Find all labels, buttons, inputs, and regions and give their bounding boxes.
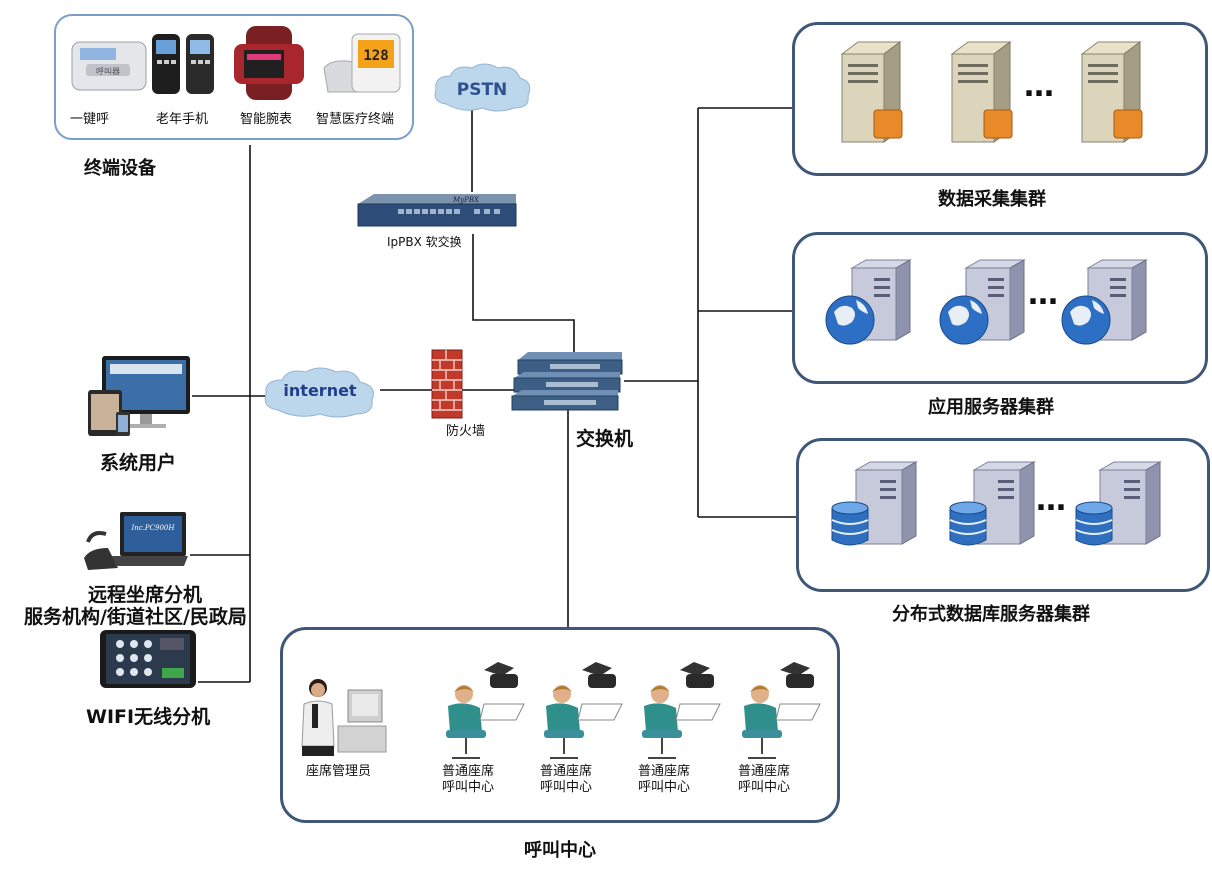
server-tower-icon (1080, 41, 1143, 143)
agent-icon (544, 662, 623, 759)
call-center-label: 呼叫中心 (524, 840, 596, 861)
agent-icon (742, 662, 821, 759)
system-user-label: 系统用户 (100, 452, 177, 474)
agent-label: 普通座席呼叫中心 (737, 764, 790, 795)
terminal-devices-label: 终端设备 (84, 158, 156, 179)
ippbx-label: IpPBX 软交换 (387, 235, 462, 249)
remote-laptop-screen-text: Inc.PC900H (131, 524, 176, 532)
server-tower-icon (950, 41, 1013, 143)
remote-seat-label-line1: 远程坐席分机 (88, 584, 203, 606)
pstn-text: PSTN (457, 80, 508, 100)
internet-text: internet (283, 381, 357, 400)
switch-label: 交换机 (576, 428, 634, 450)
seat-manager-label: 座席管理员 (306, 764, 372, 779)
system-user-devices-icon (88, 356, 190, 436)
db-cluster-label: 分布式数据库服务器集群 (892, 604, 1090, 625)
pstn-cloud-icon: PSTN (434, 63, 531, 112)
web-server-icon (825, 259, 912, 345)
database-server-icon (1075, 461, 1162, 546)
one-key-screen-text: 呼叫器 (96, 66, 120, 76)
wifi-phone-icon (100, 630, 196, 688)
ellipsis-text: … (1028, 277, 1058, 312)
ellipsis-text: … (1024, 69, 1054, 104)
smart-watch-icon (234, 26, 304, 100)
database-server-icon (949, 461, 1036, 546)
ippbx-switch-link (472, 234, 575, 354)
app-cluster-label: 应用服务器集群 (928, 397, 1054, 418)
data-cluster-label: 数据采集集群 (938, 189, 1046, 210)
agent-icon (446, 662, 525, 759)
ellipsis-text: … (1036, 483, 1066, 518)
medical-screen-text: 128 (363, 48, 388, 64)
agent-label: 普通座席呼叫中心 (637, 764, 690, 795)
ippbx-device-icon: MyPBX (357, 194, 517, 227)
wifi-label: WIFI无线分机 (86, 706, 211, 728)
remote-seat-laptop-phone-icon: Inc.PC900H (84, 512, 188, 570)
web-server-icon (939, 259, 1026, 345)
web-server-icon (1061, 259, 1148, 345)
mypbx-text: MyPBX (452, 196, 480, 204)
firewall-icon (431, 349, 463, 419)
server-tower-icon (840, 41, 903, 143)
device-label-senior-phone: 老年手机 (156, 112, 209, 127)
internet-cloud-icon: internet (264, 367, 374, 418)
agent-label: 普通座席呼叫中心 (539, 764, 592, 795)
remote-seat-label-line2: 服务机构/街道社区/民政局 (24, 606, 247, 628)
device-label-medical-terminal: 智慧医疗终端 (316, 112, 395, 127)
agent-icon (642, 662, 721, 759)
senior-phone-icon (152, 34, 214, 94)
switch-icon (511, 352, 623, 411)
device-label-smart-watch: 智能腕表 (240, 112, 293, 127)
seat-manager-icon (301, 679, 387, 756)
one-key-call-device-icon: 呼叫器 (71, 41, 147, 91)
database-server-icon (831, 461, 918, 546)
agent-label: 普通座席呼叫中心 (441, 764, 494, 795)
device-label-one-key: 一键呼 (70, 112, 110, 127)
firewall-label: 防火墙 (446, 424, 486, 439)
medical-terminal-icon: 128 (323, 33, 401, 93)
